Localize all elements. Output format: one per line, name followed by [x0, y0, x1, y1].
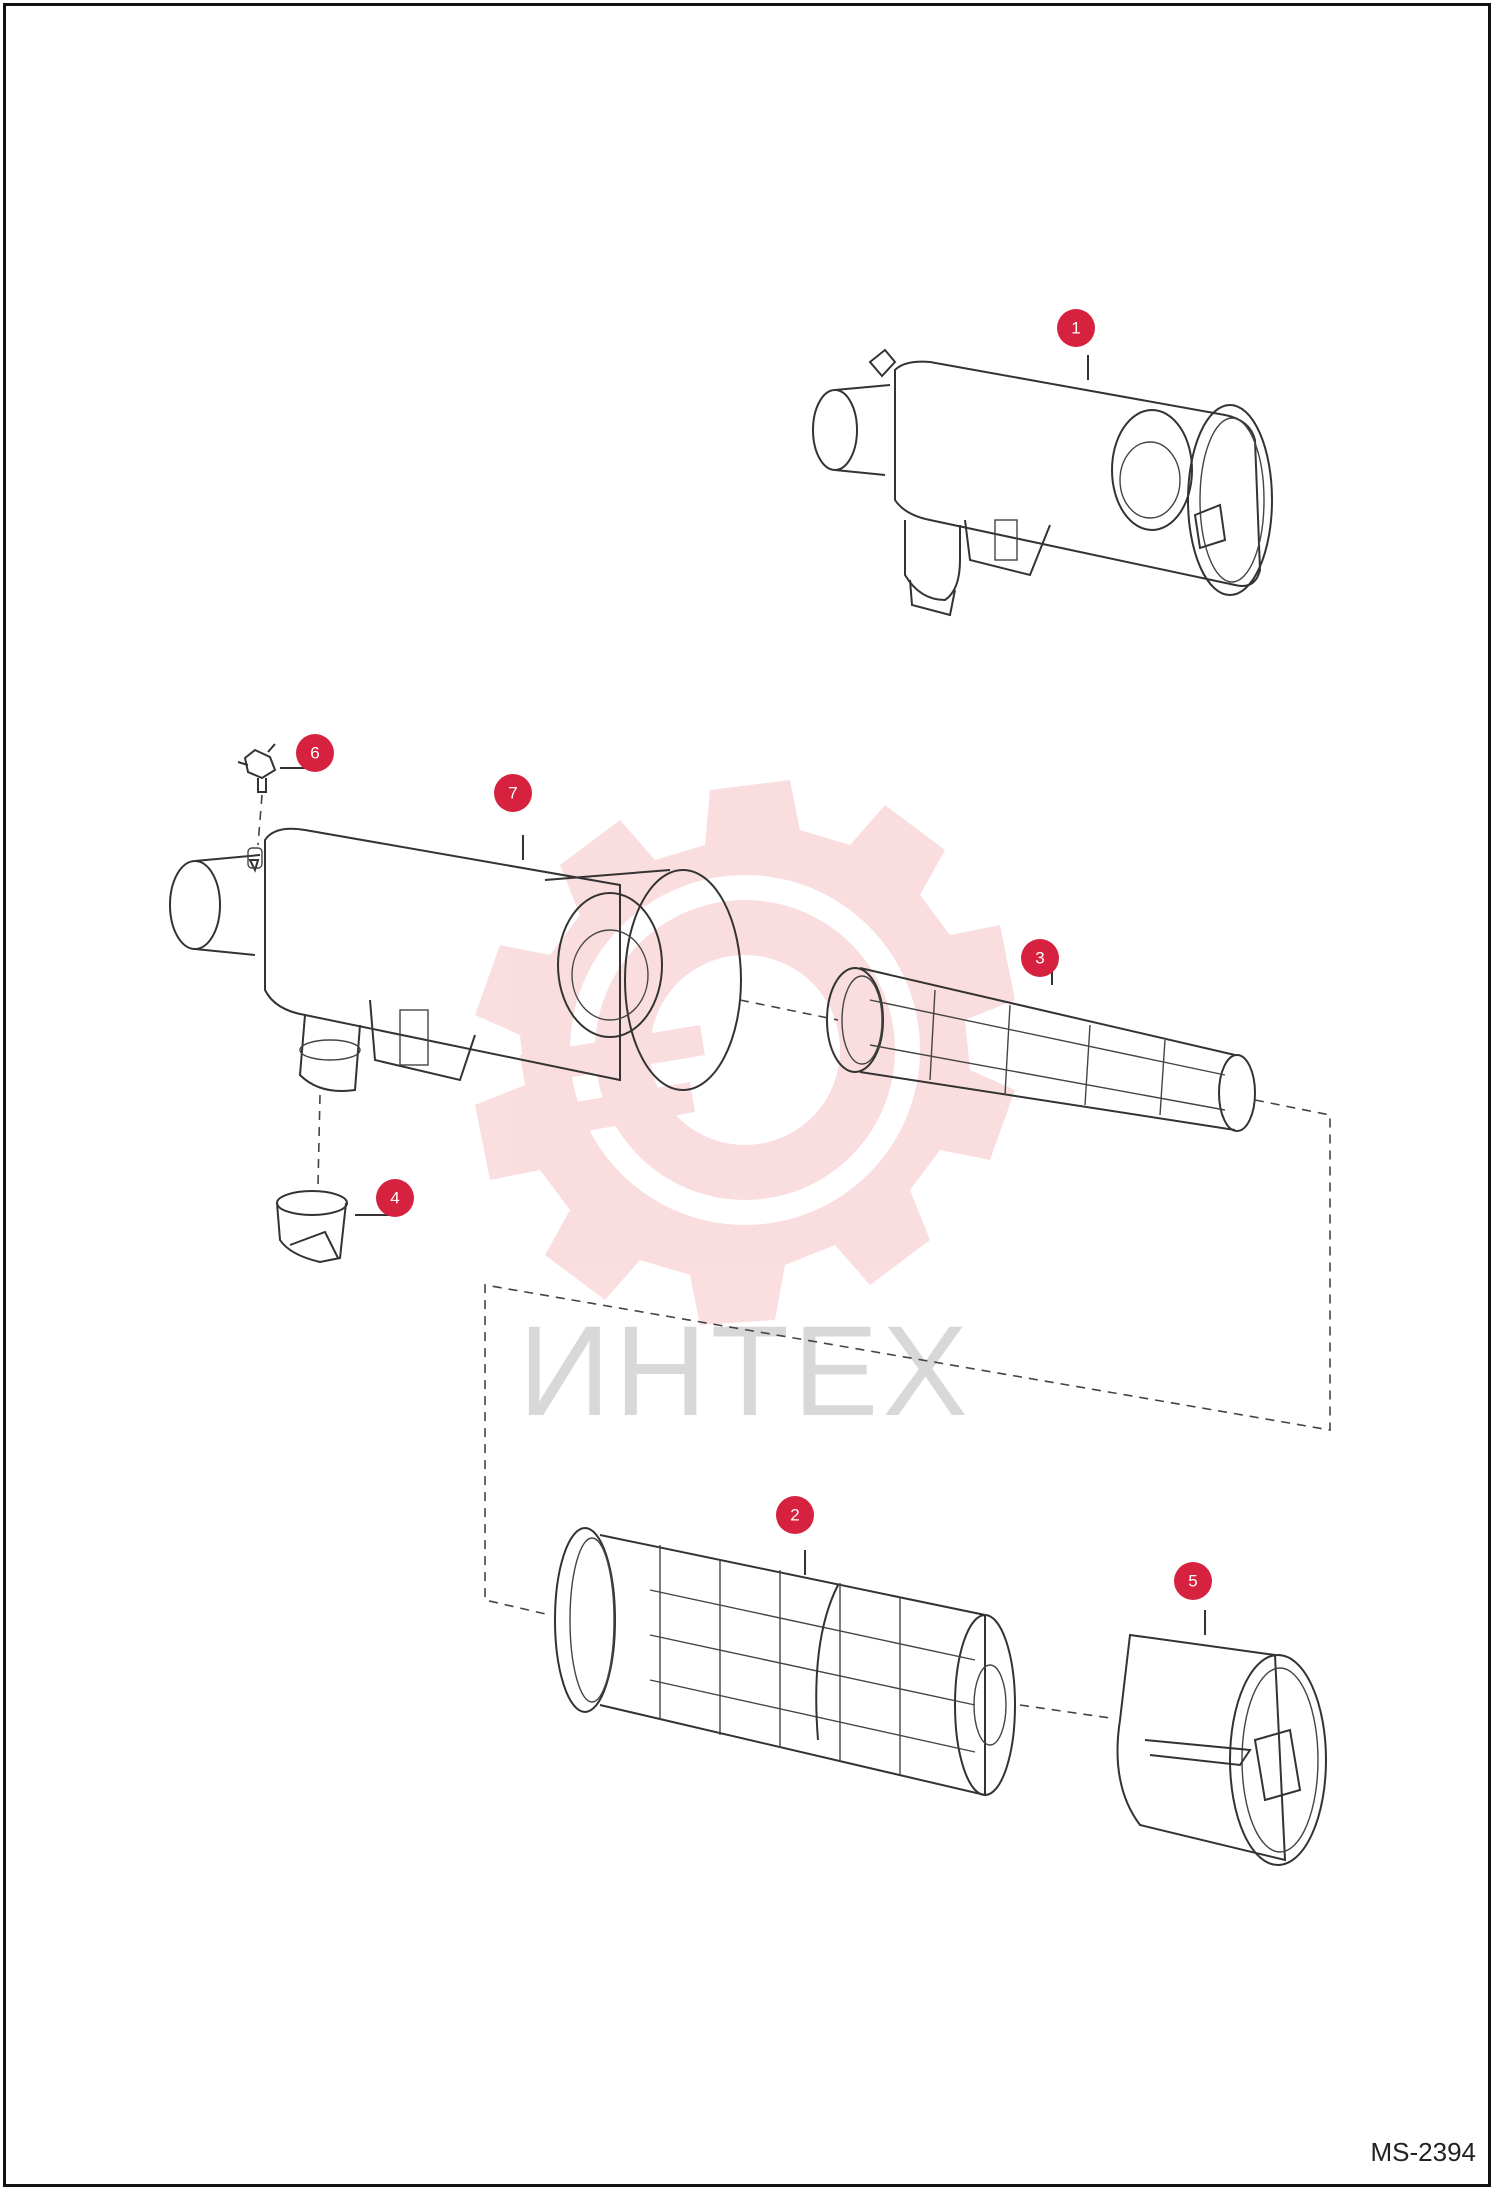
callout-label-3: 3	[1035, 949, 1044, 968]
part-6-valve	[237, 743, 277, 846]
callout-label-6: 6	[310, 744, 319, 763]
assembly-path-3-to-2	[484, 1099, 1331, 1616]
callout-3: 3	[1021, 939, 1059, 977]
part-2-primary-element	[554, 1527, 1016, 1797]
callout-5: 5	[1174, 1562, 1212, 1600]
callout-6: 6	[296, 734, 334, 772]
callout-badge-6	[296, 734, 334, 772]
callout-badge-7	[494, 774, 532, 812]
callout-badge-4	[376, 1179, 414, 1217]
drawing-code: MS-2394	[1370, 2137, 1477, 2167]
part-5-cover	[1019, 1633, 1327, 1866]
callout-badge-1	[1057, 309, 1095, 347]
part-7-filter-housing	[169, 827, 742, 1092]
callout-badge-2	[776, 1496, 814, 1534]
callout-label-4: 4	[390, 1189, 399, 1208]
callout-label-2: 2	[790, 1506, 799, 1525]
callout-badge-3	[1021, 939, 1059, 977]
callout-2: 2	[776, 1496, 814, 1534]
callout-7: 7	[494, 774, 532, 812]
callout-label-1: 1	[1071, 319, 1080, 338]
watermark-gear-logo	[475, 780, 1015, 1325]
drawing-frame	[3, 3, 1491, 2187]
callout-4: 4	[376, 1179, 414, 1217]
part-3-safety-element	[739, 967, 1256, 1132]
callout-label-5: 5	[1188, 1572, 1197, 1591]
leader-lines	[280, 355, 1206, 1635]
callout-label-7: 7	[508, 784, 517, 803]
callout-badge-5	[1174, 1562, 1212, 1600]
callout-1: 1	[1057, 309, 1095, 347]
watermark-text: ИНТЕХ	[518, 1300, 971, 1443]
part-1-air-filter-assembly	[812, 348, 1273, 617]
part-4-dust-valve	[276, 1094, 348, 1264]
